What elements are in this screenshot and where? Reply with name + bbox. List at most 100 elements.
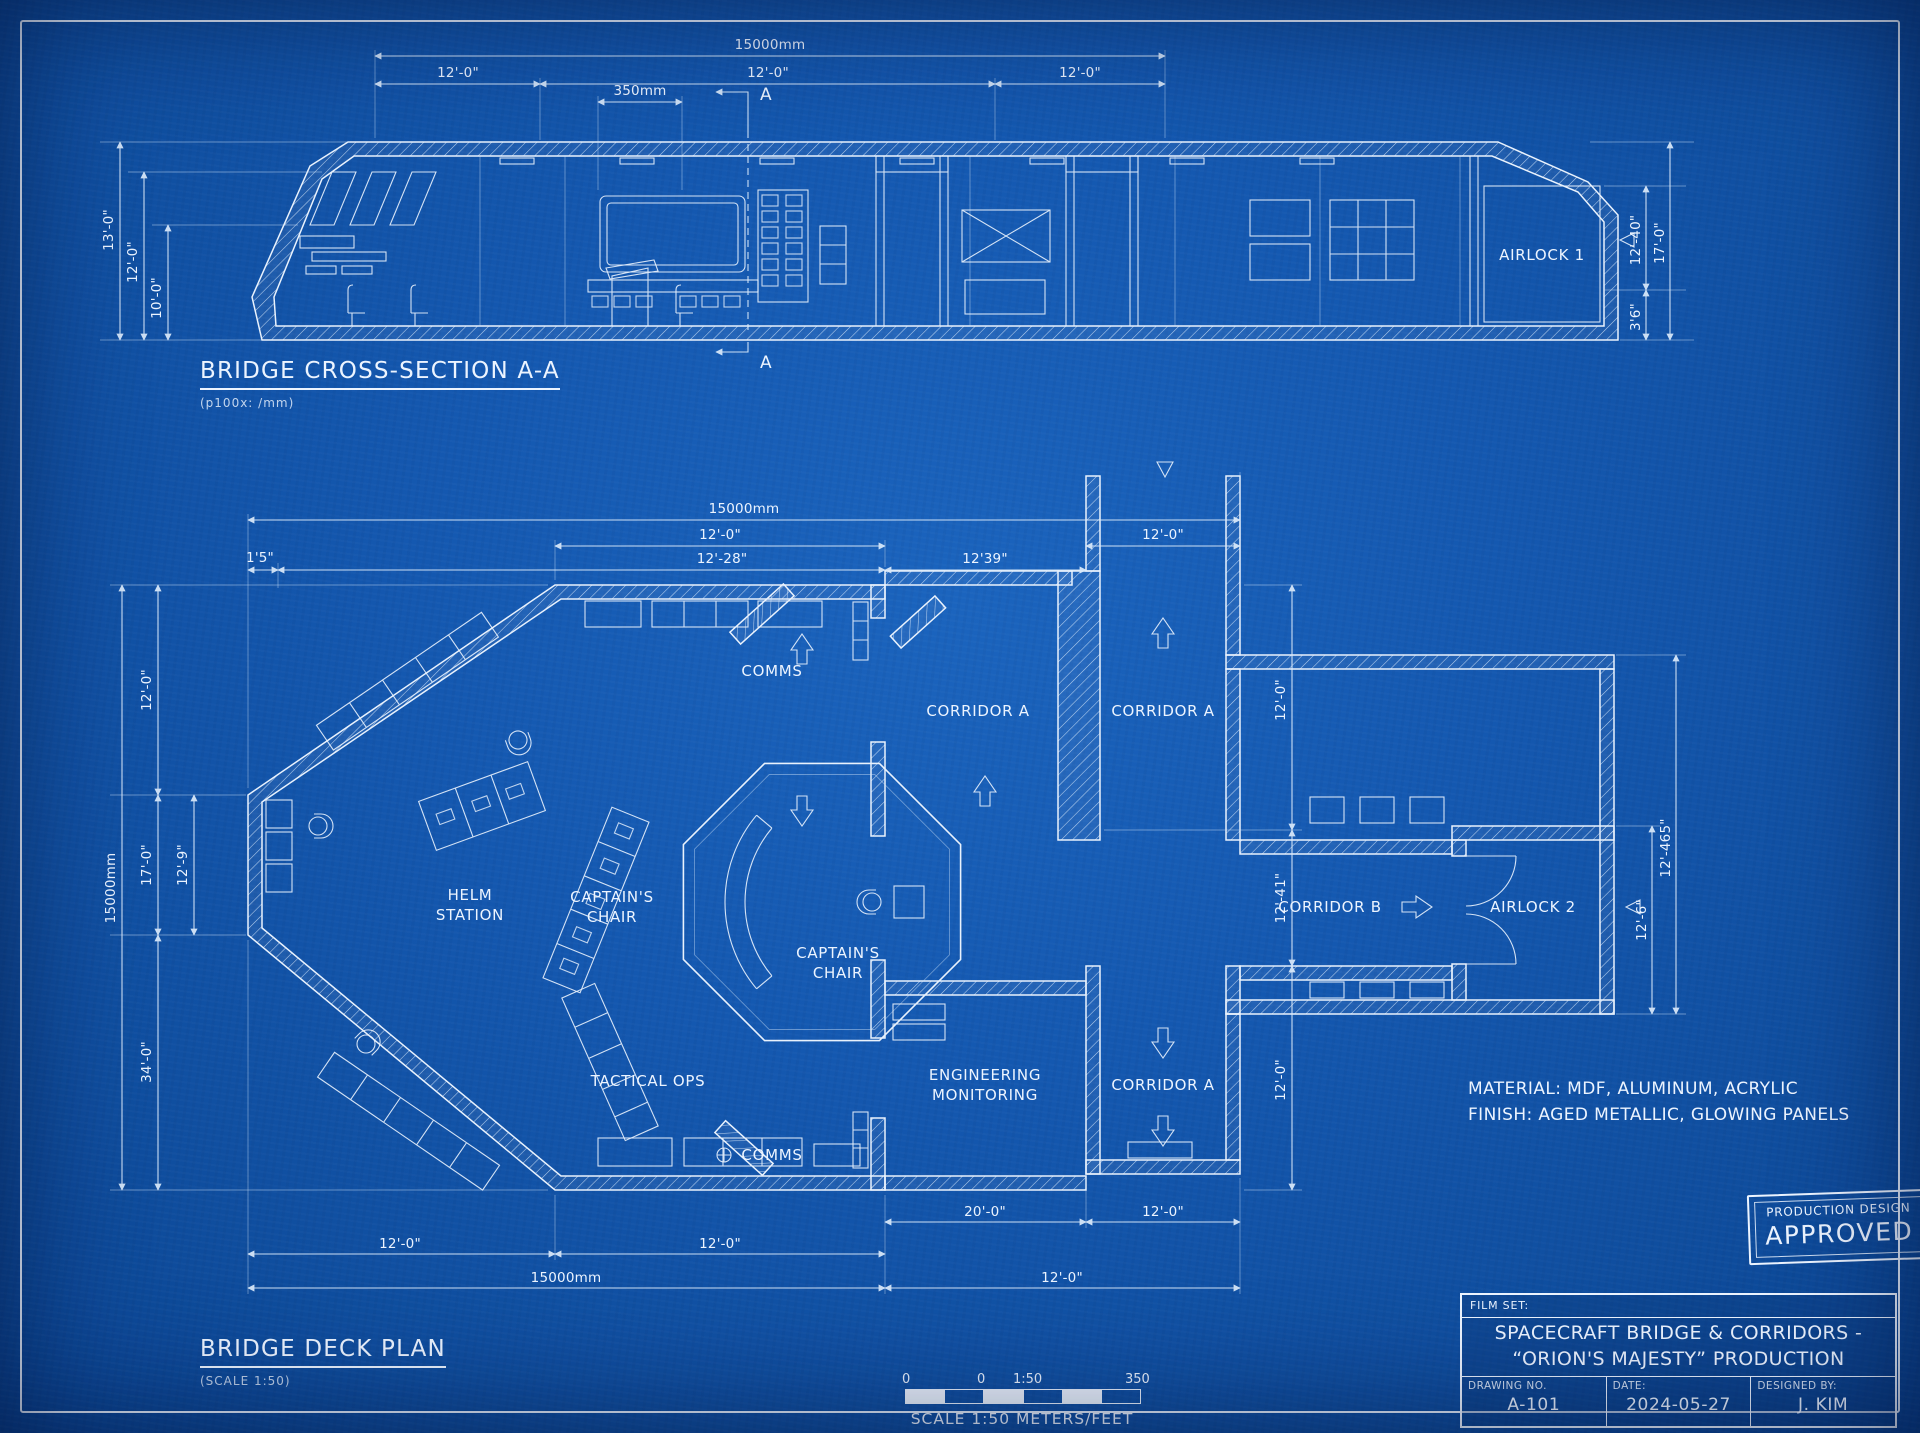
plan-dim-bot-total: 15000mm: [531, 1270, 602, 1286]
room-label-helm-2: STATION: [436, 906, 504, 924]
cs-dim-right1: 12'-40": [1628, 215, 1644, 266]
captains-chair-icon: [856, 889, 882, 915]
plan-dim-bot1a: 20'-0": [964, 1204, 1006, 1220]
side-table: [893, 885, 925, 919]
plan-dim-bot3b: 12'-0": [1041, 1270, 1083, 1286]
date-value: 2024-05-27: [1626, 1395, 1731, 1415]
ceiling-lights: [499, 157, 1335, 165]
door-marker-right: [1624, 899, 1641, 915]
section-cut-line: [715, 88, 749, 356]
captain-console-array: [542, 806, 650, 994]
cross-section-title: BRIDGE CROSS-SECTION A-A: [200, 358, 560, 390]
room-label-eng-1: ENGINEERING: [929, 1066, 1041, 1084]
deck-plan-title: BRIDGE DECK PLAN: [200, 1336, 446, 1368]
scale-segment: [1062, 1390, 1102, 1403]
plan-dimensions-bottom: [247, 940, 1241, 1294]
button-panel: [757, 189, 847, 303]
section-marker-a-top: A: [760, 85, 772, 105]
cs-dim-right3: 3'6": [1628, 303, 1644, 331]
scale-bar-labels: 0 0 1:50 350: [902, 1372, 1150, 1389]
deck-plan-drawing: COMMS HELM STATION CAPTAIN'S CHAIR CAPTA…: [103, 461, 1686, 1294]
plan-dim-bot1b: 12'-0": [1142, 1204, 1184, 1220]
plan-dim-top2a: 12'-0": [699, 527, 741, 543]
plan-dim-top3a: 1'5": [246, 550, 274, 566]
cross-section-subtitle: (p100x: /mm): [200, 396, 295, 410]
title-line-1: SPACECRAFT BRIDGE & CORRIDORS -: [1494, 1322, 1863, 1345]
nose-consoles: [265, 799, 293, 893]
helm-console: [417, 761, 547, 851]
plan-dimensions-top: [247, 472, 1241, 788]
comms-consoles-bottom: [597, 1137, 861, 1167]
designer-cell: DESIGNED BY: J. KIM: [1751, 1377, 1895, 1426]
room-label-airlock2: AIRLOCK 2: [1490, 898, 1576, 916]
film-set-label: FILM SET:: [1462, 1295, 1895, 1318]
plan-dim-bot2a: 12'-0": [379, 1236, 421, 1252]
room-label-comms2: COMMS: [741, 1146, 802, 1164]
cs-dim-seg3: 12'-0": [1059, 65, 1101, 81]
flow-arrow-down: [790, 795, 814, 827]
right-wall-equipment: [852, 601, 869, 1169]
cs-dim-left1: 13'-0": [101, 209, 117, 251]
plan-dim-top3b: 12'-28": [697, 551, 748, 567]
door-marker-top: [1156, 461, 1174, 479]
plan-dim-left3: 34'-0": [139, 1041, 155, 1083]
tactical-console-array: [561, 982, 659, 1142]
hull-wall: [251, 141, 1619, 341]
stamp-line2: APPROVED: [1764, 1216, 1914, 1251]
designer-label: DESIGNED BY:: [1757, 1380, 1838, 1392]
approval-stamp-inner: PRODUCTION DESIGN APPROVED: [1754, 1196, 1920, 1258]
room-label-corridor-a-1: CORRIDOR A: [926, 702, 1029, 720]
room-label-captain2-2: CHAIR: [813, 964, 863, 982]
port-console-strip: [315, 611, 500, 751]
drawing-no-label: DRAWING NO.: [1468, 1380, 1547, 1392]
plan-dim-bot2b: 12'-0": [699, 1236, 741, 1252]
material-notes: MATERIAL: MDF, ALUMINUM, ACRYLIC FINISH:…: [1468, 1076, 1850, 1129]
wing-equipment: [1309, 796, 1445, 999]
scale-label-0b: 0: [977, 1372, 986, 1387]
plan-dim-right3: 12'-0": [1273, 1059, 1289, 1101]
plan-dim-top3c: 12'39": [962, 551, 1007, 567]
chair-icon: [342, 284, 366, 327]
flow-arrow-right: [1401, 895, 1433, 919]
plan-dimensions-left: [110, 584, 548, 1191]
plan-dim-far-right1: 12'-6": [1634, 899, 1650, 941]
scale-bar: 0 0 1:50 350 SCALE 1:50 METERS/FEET: [902, 1372, 1150, 1428]
cs-dimensions-right: [1590, 141, 1694, 341]
door-frame-2: [1065, 155, 1139, 326]
cs-dim-seg1: 12'-0": [437, 65, 479, 81]
cockpit-consoles: [299, 235, 387, 275]
plan-dim-top2b: 12'-0": [1142, 527, 1184, 543]
airlock2-doors: [1465, 855, 1517, 965]
title-block-title: SPACECRAFT BRIDGE & CORRIDORS - “ORION'S…: [1462, 1318, 1895, 1377]
comms2-icon: [716, 1147, 732, 1163]
hull-ribs: [479, 156, 1461, 326]
wall-stubs: [713, 582, 947, 1177]
chair-icon: [405, 284, 429, 327]
room-label-captain1-1: CAPTAIN'S: [570, 888, 654, 906]
room-label-tactical: TACTICAL OPS: [590, 1072, 706, 1090]
room-label-helm-1: HELM: [448, 886, 493, 904]
room-label-eng-2: MONITORING: [932, 1086, 1038, 1104]
plan-dimensions-right: [1104, 584, 1302, 1191]
scale-caption: SCALE 1:50 METERS/FEET: [910, 1410, 1134, 1428]
plan-dim-left-total: 15000mm: [103, 853, 119, 924]
cs-dimensions-top: [374, 50, 1166, 190]
cs-dim-total: 15000mm: [735, 37, 806, 53]
engineering-consoles: [892, 1003, 946, 1041]
airlock1-label: AIRLOCK 1: [1499, 246, 1585, 264]
title-block-row: DRAWING NO. A-101 DATE: 2024-05-27 DESIG…: [1462, 1377, 1895, 1426]
flow-arrow-down: [1151, 1027, 1175, 1059]
room-label-corridor-a-2: CORRIDOR A: [1111, 702, 1214, 720]
plan-dimensions-far-right: [1616, 654, 1686, 1015]
cs-dimensions-left: [100, 141, 350, 341]
cockpit-windows: [309, 171, 437, 226]
cs-dim-350: 350mm: [613, 83, 666, 99]
wall-panels: [961, 199, 1415, 315]
door-frame-1: [875, 155, 949, 326]
scale-label-150: 1:50: [1013, 1372, 1043, 1387]
room-label-corridor-b: CORRIDOR B: [1278, 898, 1381, 916]
flow-arrow-up: [790, 633, 814, 665]
plan-dim-total-top: 15000mm: [709, 501, 780, 517]
drawing-no-value: A-101: [1507, 1395, 1561, 1415]
designer-value: J. KIM: [1798, 1395, 1849, 1415]
